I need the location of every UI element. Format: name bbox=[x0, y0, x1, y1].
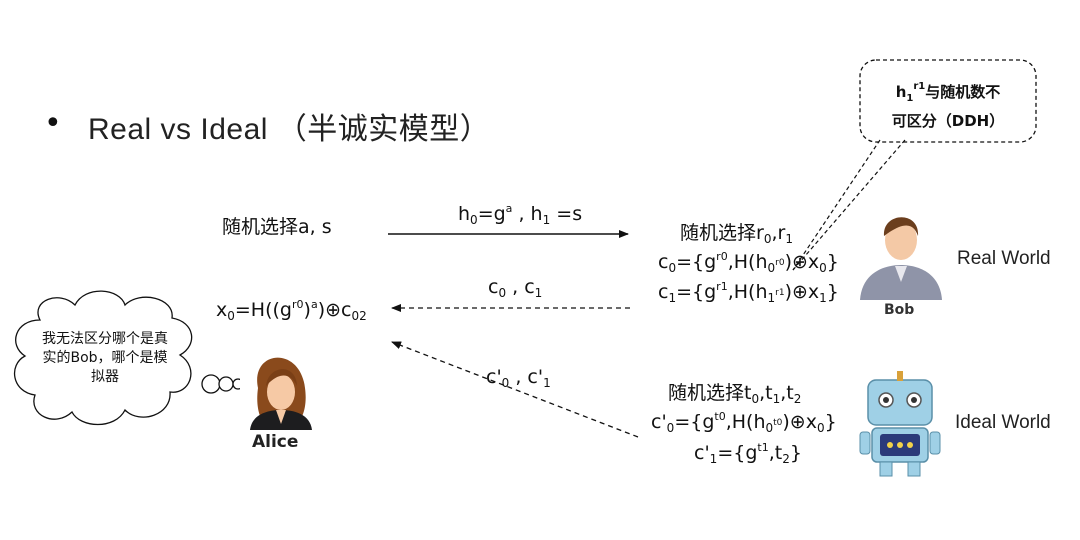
bob-choose-text: 随机选择r0,r1 bbox=[680, 222, 793, 246]
h-message-label: h0=ga , h1 =s bbox=[458, 202, 583, 227]
alice-thought-text: 我无法区分哪个是真实的Bob，哪个是模拟器 bbox=[42, 331, 168, 385]
alice-label: Alice bbox=[252, 432, 299, 452]
title-bullet: • bbox=[44, 106, 62, 141]
callout-tail-left bbox=[792, 139, 881, 271]
arrow-cprime-to-alice bbox=[391, 341, 639, 438]
bob-avatar-icon bbox=[858, 212, 944, 322]
robot-avatar-icon bbox=[859, 371, 941, 477]
real-world-label: Real World bbox=[957, 248, 1051, 269]
slide-title: Real vs Ideal （半诚实模型） bbox=[88, 113, 491, 146]
bob-c0-formula: c0={gr0,H(h0r0)⊕x0} bbox=[658, 250, 839, 275]
cprime-message-label: c'0 , c'1 bbox=[486, 366, 551, 390]
c-message-label: c0 , c1 bbox=[488, 276, 543, 300]
callout-tail-right bbox=[792, 139, 906, 271]
bob-c1-formula: c1={gr1,H(h1r1)⊕x1} bbox=[658, 280, 839, 305]
ddh-callout-box bbox=[859, 59, 1037, 143]
sim-c0-formula: c'0={gt0,H(h0t0)⊕x0} bbox=[651, 410, 837, 435]
alice-avatar-icon bbox=[240, 345, 320, 455]
alice-compute-formula: x0=H((gr0)a)⊕c02 bbox=[216, 298, 367, 323]
sim-choose-text: 随机选择t0,t1,t2 bbox=[668, 382, 802, 406]
thought-cloud bbox=[13, 290, 244, 425]
bob-label: Bob bbox=[884, 302, 915, 318]
ddh-callout-text: h1r1与随机数不 可区分（DDH） bbox=[891, 81, 1005, 130]
alice-choose-text: 随机选择a, s bbox=[222, 216, 332, 238]
sim-c1-formula: c'1={gt1,t2} bbox=[694, 441, 802, 466]
ideal-world-label: Ideal World bbox=[955, 412, 1051, 433]
